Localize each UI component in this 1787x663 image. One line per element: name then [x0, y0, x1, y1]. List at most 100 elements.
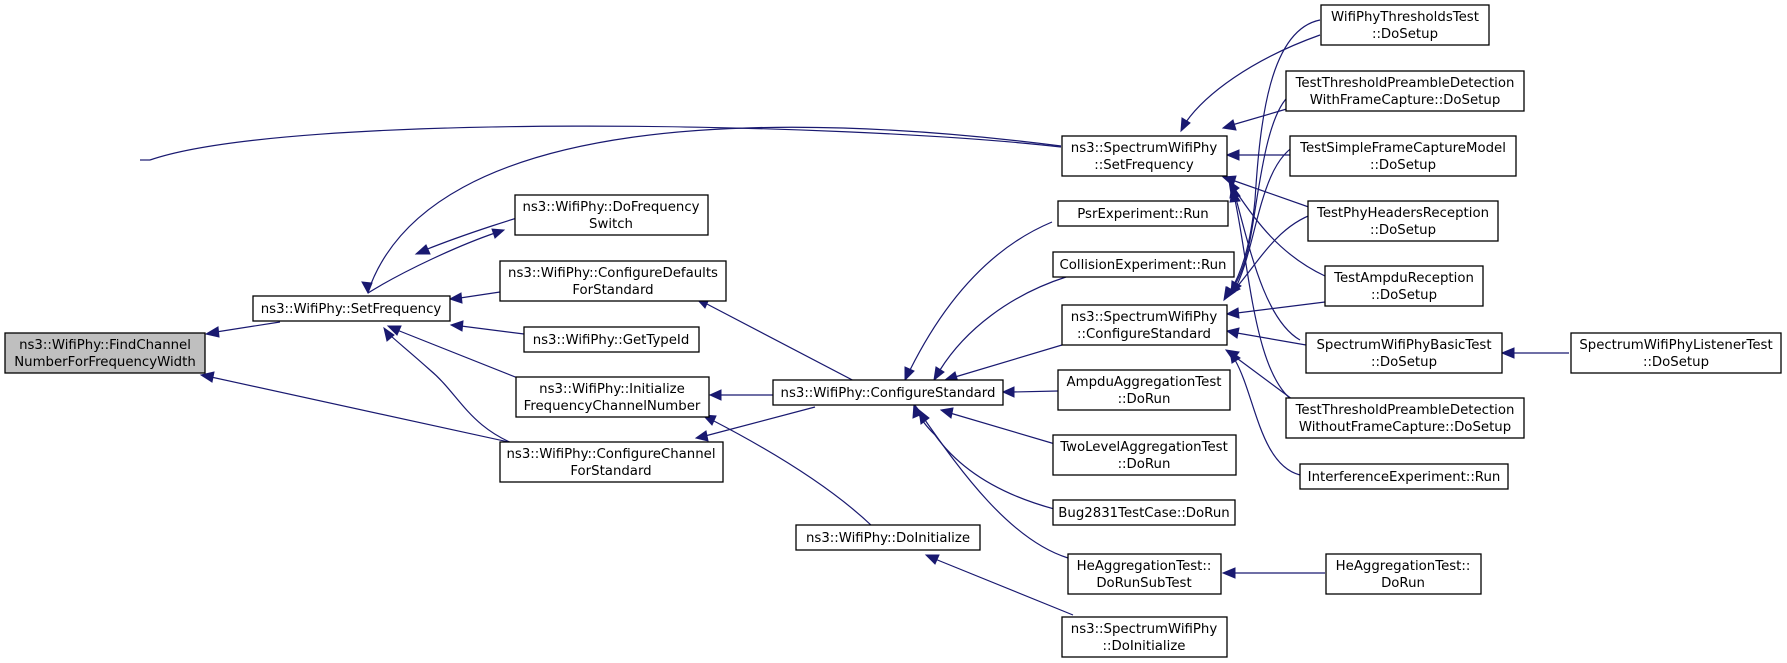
node-interference-experiment-run[interactable]: InterferenceExperiment::Run — [1299, 463, 1509, 490]
node-label-line: InterferenceExperiment::Run — [1308, 470, 1501, 485]
node-label-line: TestPhyHeadersReception — [1316, 206, 1489, 221]
node-spectrumwifiphy-configure-standard[interactable]: ns3::SpectrumWifiPhy ::ConfigureStandard — [1061, 304, 1228, 346]
node-label-line: ::SetFrequency — [1094, 158, 1194, 173]
node-wifiphy-initialize-frequency-channel-number[interactable]: ns3::WifiPhy::Initialize FrequencyChanne… — [515, 376, 710, 418]
node-collision-experiment-run[interactable]: CollisionExperiment::Run — [1052, 251, 1235, 278]
node-label-line: ::DoSetup — [1371, 288, 1437, 303]
node-label-line: WithFrameCapture::DoSetup — [1310, 93, 1501, 108]
node-wifiphy-configure-channel-for-standard[interactable]: ns3::WifiPhy::ConfigureChannel ForStanda… — [499, 441, 724, 483]
node-label-line: ::DoRun — [1118, 457, 1171, 472]
edge — [1001, 386, 1059, 398]
node-label-line: ForStandard — [570, 464, 651, 479]
edge — [694, 406, 816, 442]
node-test-simple-frame-capture-model[interactable]: TestSimpleFrameCaptureModel ::DoSetup — [1289, 135, 1517, 177]
edge — [939, 407, 1056, 445]
node-label-line: Switch — [589, 217, 633, 232]
edge — [708, 389, 775, 401]
node-test-ampdu-reception[interactable]: TestAmpduReception ::DoSetup — [1324, 265, 1484, 307]
node-label-line: AmpduAggregationTest — [1067, 375, 1222, 390]
node-wifiphy-setfrequency[interactable]: ns3::WifiPhy::SetFrequency — [252, 295, 451, 322]
node-label-line: NumberForFrequencyWidth — [14, 355, 196, 370]
edge — [386, 325, 539, 387]
edge — [1225, 327, 1307, 346]
node-label-line: ::DoInitialize — [1103, 639, 1186, 654]
edge — [140, 125, 1062, 161]
node-label-line: WithoutFrameCapture::DoSetup — [1299, 420, 1511, 435]
node-psr-experiment-run[interactable]: PsrExperiment::Run — [1057, 200, 1229, 227]
node-wifiphy-do-initialize[interactable]: ns3::WifiPhy::DoInitialize — [795, 524, 981, 551]
edge — [1221, 567, 1325, 579]
edge — [1500, 347, 1569, 359]
edge — [933, 276, 1067, 382]
edge — [448, 291, 501, 304]
edge — [943, 344, 1063, 383]
edge — [204, 321, 281, 338]
node-label-line: TestThresholdPreambleDetection — [1295, 76, 1515, 91]
node-label-line: TestAmpduReception — [1333, 271, 1474, 286]
node-test-threshold-preamble-detection-with[interactable]: TestThresholdPreambleDetection WithFrame… — [1285, 70, 1525, 112]
node-label-line: WifiPhyThresholdsTest — [1331, 10, 1479, 25]
node-label-line: ns3::WifiPhy::SetFrequency — [261, 302, 442, 317]
node-label-line: ns3::WifiPhy::GetTypeId — [533, 333, 690, 348]
node-label-line: HeAggregationTest:: — [1077, 559, 1212, 574]
edge — [367, 228, 506, 294]
node-wifiphy-configure-defaults-for-standard[interactable]: ns3::WifiPhy::ConfigureDefaults ForStand… — [499, 260, 727, 302]
node-label-line: ::DoSetup — [1372, 27, 1438, 42]
edge — [904, 221, 1053, 382]
edge — [1180, 34, 1321, 133]
node-label-line: ns3::WifiPhy::DoFrequency — [522, 200, 699, 215]
nodes: ns3::WifiPhy::FindChannel NumberForFrequ… — [4, 4, 1782, 658]
node-label-line: ::DoSetup — [1370, 158, 1436, 173]
node-label-line: ns3::SpectrumWifiPhy — [1071, 310, 1218, 325]
node-label-line: TwoLevelAggregationTest — [1059, 440, 1228, 455]
node-label-line: ns3::SpectrumWifiPhy — [1071, 141, 1218, 156]
node-spectrumwifiphy-do-initialize[interactable]: ns3::SpectrumWifiPhy ::DoInitialize — [1061, 616, 1228, 658]
node-label-line: SpectrumWifiPhyListenerTest — [1579, 338, 1772, 353]
node-wifiphy-thresholds-test[interactable]: WifiPhyThresholdsTest ::DoSetup — [1320, 4, 1490, 46]
node-ampdu-aggregation-test[interactable]: AmpduAggregationTest ::DoRun — [1057, 369, 1231, 411]
node-spectrum-wifiphy-basic-test[interactable]: SpectrumWifiPhyBasicTest ::DoSetup — [1305, 332, 1503, 374]
node-label-line: ::ConfigureStandard — [1077, 327, 1211, 342]
edge — [383, 326, 526, 449]
node-bug2831-testcase[interactable]: Bug2831TestCase::DoRun — [1052, 499, 1236, 526]
node-label-line: ns3::WifiPhy::ConfigureStandard — [781, 386, 996, 401]
node-spectrum-wifiphy-listener-test[interactable]: SpectrumWifiPhyListenerTest ::DoSetup — [1570, 332, 1782, 374]
node-two-level-aggregation-test[interactable]: TwoLevelAggregationTest ::DoRun — [1052, 434, 1237, 476]
node-label-line: ns3::WifiPhy::Initialize — [539, 382, 685, 397]
edge — [918, 408, 1069, 559]
node-label-line: ::DoSetup — [1370, 223, 1436, 238]
node-find-channel-number[interactable]: ns3::WifiPhy::FindChannel NumberForFrequ… — [4, 332, 206, 374]
edge — [701, 414, 873, 527]
node-label-line: PsrExperiment::Run — [1077, 207, 1208, 222]
node-label-line: TestThresholdPreambleDetection — [1295, 403, 1515, 418]
node-label-line: ::DoSetup — [1371, 355, 1437, 370]
node-label-line: FrequencyChannelNumber — [524, 399, 701, 414]
edge — [1221, 107, 1291, 131]
node-test-phy-headers-reception[interactable]: TestPhyHeadersReception ::DoSetup — [1307, 200, 1499, 242]
edge — [1229, 183, 1301, 341]
edge — [912, 402, 1059, 511]
node-wifiphy-do-frequency-switch[interactable]: ns3::WifiPhy::DoFrequency Switch — [514, 194, 709, 236]
edge — [694, 297, 861, 385]
node-label-line: DoRunSubTest — [1096, 576, 1191, 591]
edge-setfrequency-long — [361, 126, 1062, 295]
node-label-line: SpectrumWifiPhyBasicTest — [1316, 338, 1491, 353]
node-label-line: ns3::WifiPhy::ConfigureChannel — [506, 447, 715, 462]
edge — [199, 371, 528, 447]
node-label-line: CollisionExperiment::Run — [1060, 258, 1227, 273]
node-heaggregation-test-dorun[interactable]: HeAggregationTest:: DoRun — [1325, 553, 1482, 595]
node-test-threshold-preamble-detection-without[interactable]: TestThresholdPreambleDetection WithoutFr… — [1285, 397, 1525, 439]
node-label-line: Bug2831TestCase::DoRun — [1058, 506, 1229, 521]
edge — [1229, 349, 1301, 476]
node-wifiphy-get-type-id[interactable]: ns3::WifiPhy::GetTypeId — [523, 326, 700, 353]
edge — [924, 554, 1074, 616]
node-label-line: DoRun — [1381, 576, 1425, 591]
node-label-line: ::DoRun — [1118, 392, 1171, 407]
node-spectrumwifiphy-setfrequency[interactable]: ns3::SpectrumWifiPhy ::SetFrequency — [1061, 135, 1228, 177]
node-label-line: ns3::SpectrumWifiPhy — [1071, 622, 1218, 637]
node-label-line: ns3::WifiPhy::FindChannel — [19, 338, 191, 353]
node-label-line: ForStandard — [572, 283, 653, 298]
node-wifiphy-configure-standard[interactable]: ns3::WifiPhy::ConfigureStandard — [772, 379, 1004, 406]
node-heaggregation-test-dorunsubtest[interactable]: HeAggregationTest:: DoRunSubTest — [1067, 553, 1222, 595]
